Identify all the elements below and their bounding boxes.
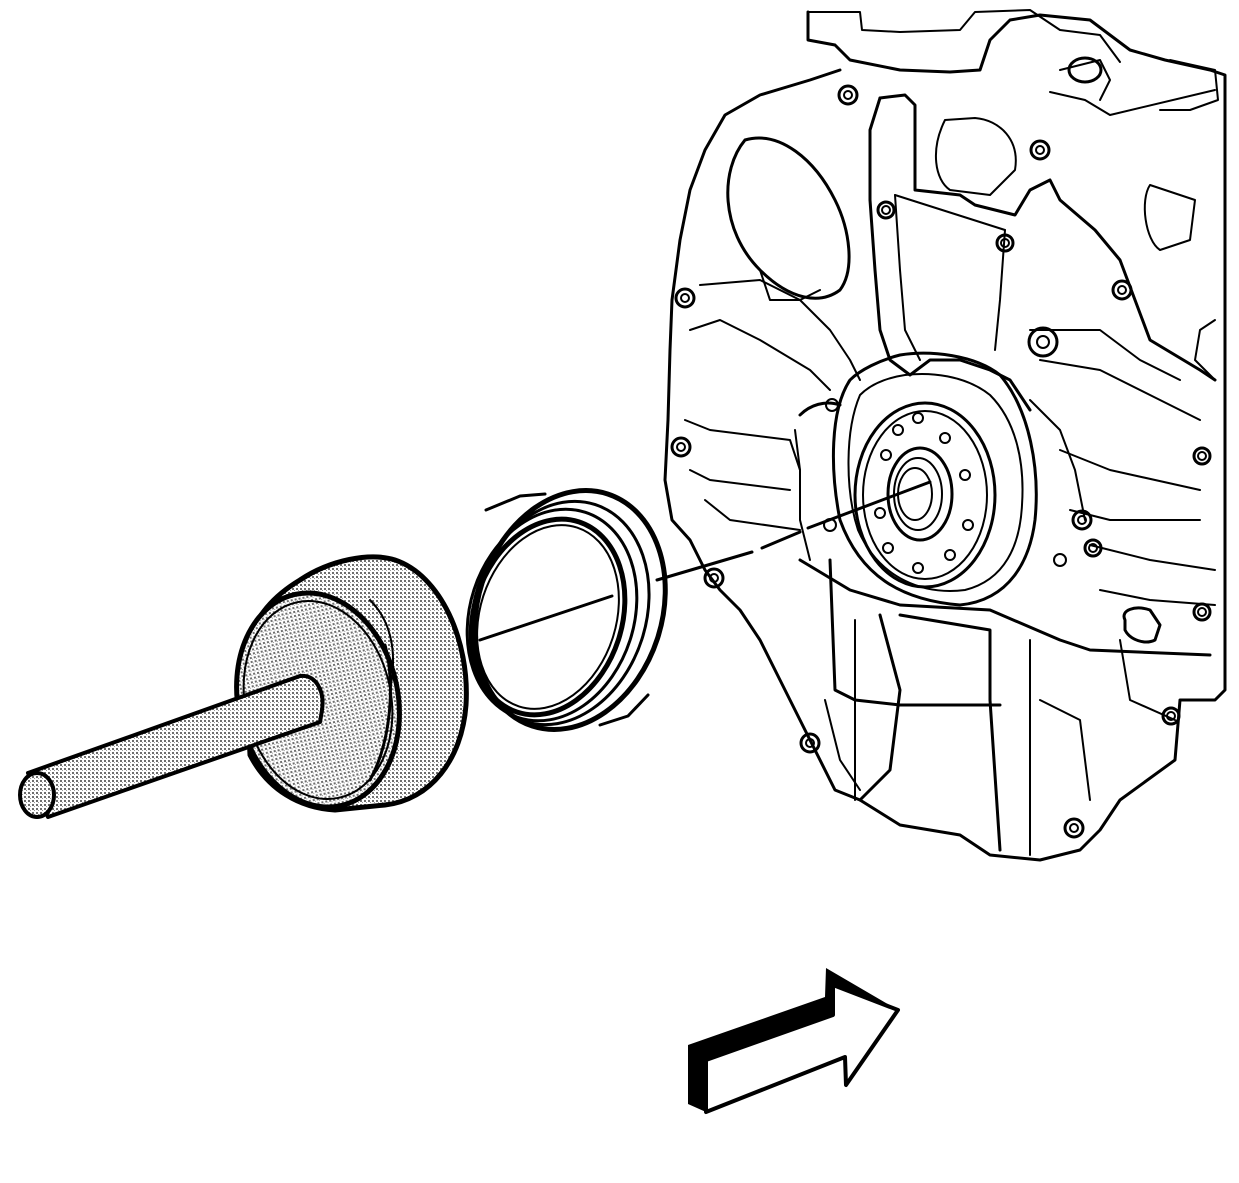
seal-installer-tool (18, 554, 469, 819)
rear-oil-seal (465, 488, 668, 732)
engine-block (663, 9, 1227, 862)
flange-bolt-holes (874, 412, 974, 574)
arrow-right-icon (688, 968, 900, 1114)
alignment-centerline (478, 480, 932, 642)
